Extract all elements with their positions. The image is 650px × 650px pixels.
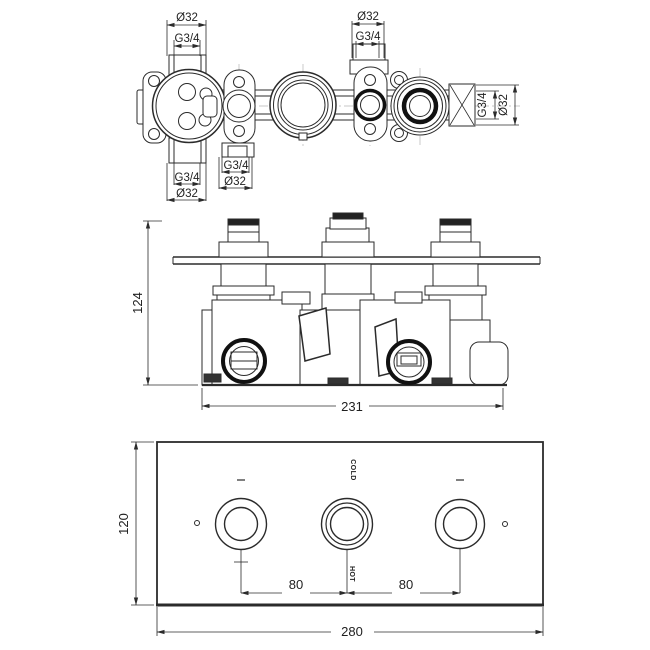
thermostat-housing <box>151 68 227 144</box>
dim-label-right-thread: G3/4 <box>477 92 489 118</box>
handle-knob-right <box>434 498 486 550</box>
dim-label-tr-dia: Ø32 <box>357 11 379 23</box>
center-housing <box>269 71 337 141</box>
dim-label-spacing-left: 80 <box>289 577 303 592</box>
dim-label-bm-dia: Ø32 <box>224 176 246 188</box>
dim-faceplate-width <box>156 607 544 636</box>
cold-label: COLD <box>349 459 356 480</box>
dim-label-faceplate-width: 280 <box>341 624 363 639</box>
dim-label-bl-dia: Ø32 <box>176 188 198 200</box>
front-port-right <box>386 339 432 385</box>
dim-front-height <box>143 220 198 386</box>
dim-label-tl-thread: G3/4 <box>175 33 201 45</box>
dim-bottom-left <box>166 163 207 203</box>
dim-label-tl-dia: Ø32 <box>176 12 198 24</box>
dim-handle-spacing <box>234 549 461 596</box>
screw-dot-right <box>502 521 508 527</box>
handle-knob-left <box>214 497 268 551</box>
cartridge-stem-right <box>424 218 487 321</box>
dim-front-width <box>201 388 504 410</box>
front-port-left <box>221 338 267 384</box>
front-view: 124 231 <box>130 212 541 414</box>
dim-faceplate-height <box>131 441 154 606</box>
dim-label-faceplate-height: 120 <box>116 513 131 535</box>
faceplate-view: COLD HOT 80 80 120 280 <box>116 441 544 639</box>
dim-label-right-dia: Ø32 <box>498 94 510 116</box>
dim-label-front-width: 231 <box>341 399 363 414</box>
dim-label-spacing-right: 80 <box>399 577 413 592</box>
port-flange-left <box>221 69 256 158</box>
screw-dot-left <box>194 520 200 526</box>
dim-bottom-mid <box>218 157 253 191</box>
dim-right-side <box>476 84 519 126</box>
port-flange-right <box>349 43 389 142</box>
dim-label-bm-thread: G3/4 <box>224 160 250 172</box>
mounting-plate <box>172 256 541 265</box>
hot-label: HOT <box>348 566 355 582</box>
handle-knob-middle <box>320 497 374 551</box>
dim-label-bl-thread: G3/4 <box>175 172 201 184</box>
top-view: Ø32 G3/4 Ø32 G3/4 G3/4 Ø32 <box>136 11 520 203</box>
dim-top-left <box>166 20 207 56</box>
seal-ring-flange <box>390 71 450 142</box>
right-outlet-boss <box>448 83 476 127</box>
dim-top-right <box>351 21 385 58</box>
dim-label-tr-thread: G3/4 <box>356 31 382 43</box>
dim-label-front-height: 124 <box>130 292 145 314</box>
